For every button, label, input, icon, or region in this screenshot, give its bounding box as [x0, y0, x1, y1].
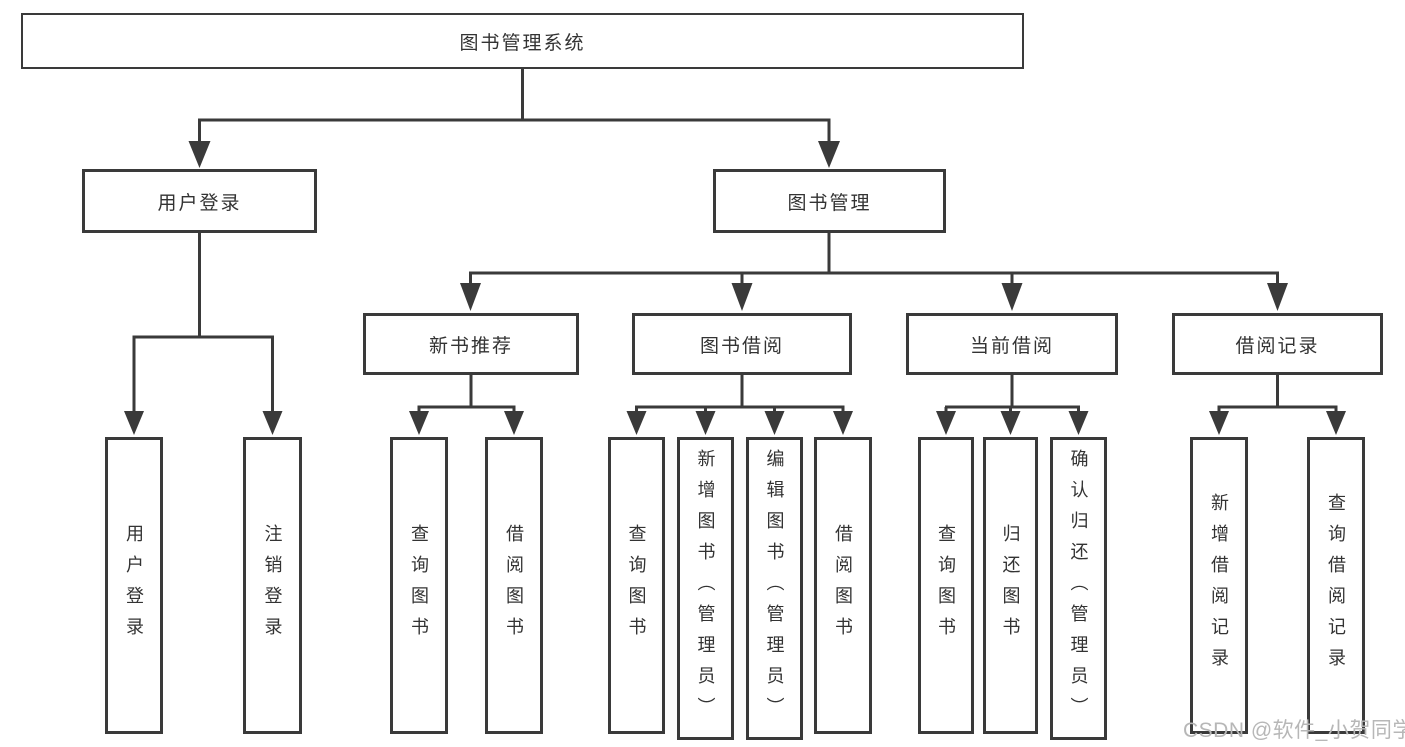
leaf-borrow-edit-book-admin: 编辑图书（管理员） [746, 437, 803, 740]
leaf-logout-label: 注销登录 [262, 523, 283, 648]
leaf-user-login-label: 用户登录 [124, 523, 144, 648]
leaf-recommend-query-book: 查询图书 [390, 437, 448, 734]
leaf-current-query-book-label: 查询图书 [936, 523, 956, 648]
node-current-borrow-label: 当前借阅 [969, 335, 1054, 357]
leaf-borrow-borrow-book: 借阅图书 [814, 437, 872, 734]
node-root: 图书管理系统 [21, 13, 1024, 69]
leaf-record-add-borrow-record: 新增借阅记录 [1190, 437, 1248, 734]
leaf-record-query-borrow-record-label: 查询借阅记录 [1326, 492, 1346, 679]
leaf-current-confirm-return-admin-label: 确认归还（管理员） [1068, 449, 1089, 728]
leaf-borrow-edit-book-admin-label: 编辑图书（管理员） [764, 449, 785, 728]
leaf-recommend-borrow-book-label: 借阅图书 [504, 523, 524, 648]
node-user-login: 用户登录 [82, 169, 317, 233]
node-book-borrow-label: 图书借阅 [699, 335, 784, 357]
leaf-recommend-query-book-label: 查询图书 [409, 523, 429, 648]
node-book-borrow: 图书借阅 [632, 313, 852, 375]
leaf-record-query-borrow-record: 查询借阅记录 [1307, 437, 1365, 734]
node-root-label: 图书管理系统 [459, 32, 586, 54]
leaf-borrow-query-book-label: 查询图书 [626, 523, 647, 648]
node-book-management-label: 图书管理 [787, 192, 872, 214]
leaf-recommend-borrow-book: 借阅图书 [485, 437, 543, 734]
node-new-book-recommend-label: 新书推荐 [428, 335, 513, 357]
node-borrow-record: 借阅记录 [1172, 313, 1383, 375]
leaf-current-confirm-return-admin: 确认归还（管理员） [1050, 437, 1107, 740]
node-current-borrow: 当前借阅 [906, 313, 1118, 375]
leaf-borrow-borrow-book-label: 借阅图书 [833, 523, 853, 648]
leaf-user-login: 用户登录 [105, 437, 163, 734]
leaf-current-query-book: 查询图书 [918, 437, 974, 734]
leaf-borrow-add-book-admin: 新增图书（管理员） [677, 437, 734, 740]
leaf-borrow-add-book-admin-label: 新增图书（管理员） [695, 449, 716, 728]
leaf-borrow-query-book: 查询图书 [608, 437, 665, 734]
watermark-text: CSDN @软件_小贺同学 [1183, 719, 1405, 742]
leaf-current-return-book: 归还图书 [983, 437, 1038, 734]
leaf-logout: 注销登录 [243, 437, 302, 734]
leaf-record-add-borrow-record-label: 新增借阅记录 [1209, 492, 1229, 679]
node-new-book-recommend: 新书推荐 [363, 313, 579, 375]
leaf-current-return-book-label: 归还图书 [1000, 523, 1021, 648]
node-borrow-record-label: 借阅记录 [1235, 335, 1320, 357]
node-book-management: 图书管理 [713, 169, 946, 233]
node-user-login-label: 用户登录 [157, 192, 242, 214]
